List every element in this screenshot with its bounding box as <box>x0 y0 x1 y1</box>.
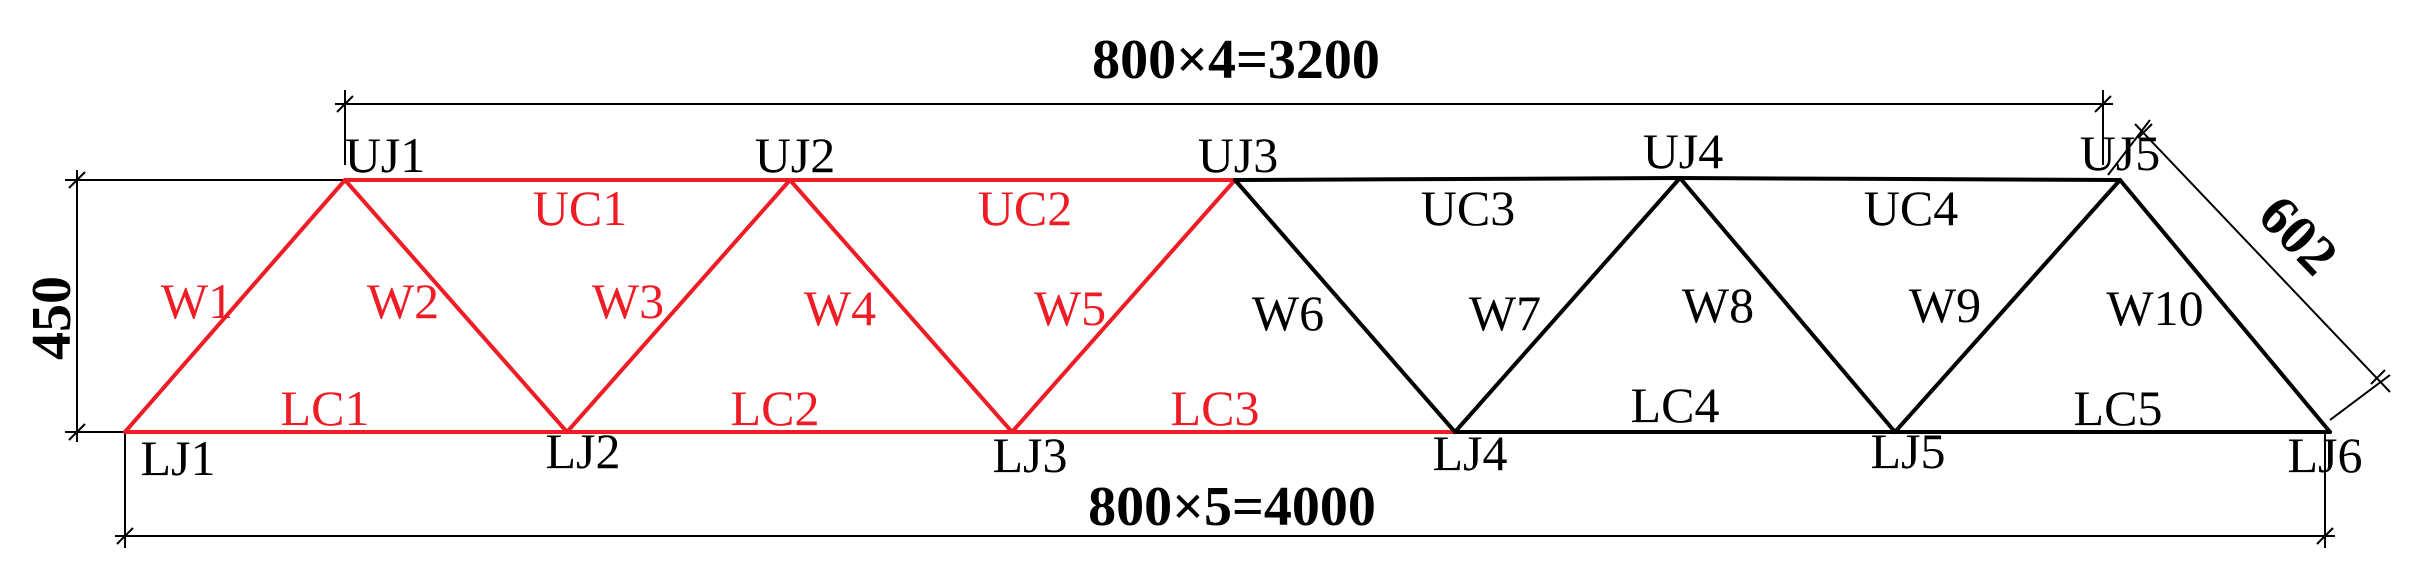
member-w8 <box>1678 176 1897 434</box>
member-label-w5: W5 <box>1034 280 1106 336</box>
member-w6 <box>1233 178 1457 434</box>
member-label-uc2: UC2 <box>978 180 1072 236</box>
diagonal-dimension-label: 602 <box>2246 184 2349 287</box>
member-w3 <box>565 178 792 434</box>
member-label-lc1: LC1 <box>281 380 370 436</box>
member-label-w4: W4 <box>804 280 876 336</box>
diag-dim-tick-top <box>2137 123 2153 139</box>
member-w1 <box>123 178 347 434</box>
height-dimension-label: 450 <box>21 276 83 360</box>
joint-label-lj2: LJ2 <box>546 423 621 479</box>
joint-label-lj3: LJ3 <box>993 427 1068 483</box>
diag-dim-tick-bottom <box>2370 369 2386 385</box>
diag-dim-line <box>2134 123 2391 393</box>
top-dim-tick-right <box>2094 95 2112 113</box>
bottom-dimension-label: 800×5=4000 <box>1088 476 1376 538</box>
member-w5 <box>1010 178 1237 434</box>
member-label-w10: W10 <box>2106 280 2203 336</box>
joint-label-lj5: LJ5 <box>1871 423 1946 479</box>
joint-label-uj1: UJ1 <box>345 127 426 183</box>
member-label-lc5: LC5 <box>2074 380 2163 436</box>
height-dim-tick-bottom <box>68 423 86 441</box>
height-dim-tick-top <box>68 171 86 189</box>
joint-label-uj4: UJ4 <box>1643 123 1724 179</box>
member-label-w8: W8 <box>1682 277 1754 333</box>
member-label-lc2: LC2 <box>731 380 820 436</box>
bottom-dim-tick-left <box>116 527 134 545</box>
member-label-lc3: LC3 <box>1171 380 1260 436</box>
top-dimension-label: 800×4=3200 <box>1092 29 1380 91</box>
joint-label-lj1: LJ1 <box>141 430 216 486</box>
joint-label-lj4: LJ4 <box>1433 425 1508 481</box>
member-label-lc4: LC4 <box>1631 377 1720 433</box>
truss-members <box>123 176 2332 434</box>
member-label-w2: W2 <box>367 273 439 329</box>
top-dim-tick-left <box>336 95 354 113</box>
joint-label-uj5: UJ5 <box>2080 125 2161 181</box>
member-labels: UC1 UC2 UC3 UC4 LC1 LC2 LC3 LC4 LC5 W1 W… <box>161 180 2204 436</box>
member-w2 <box>343 178 569 434</box>
joint-label-uj3: UJ3 <box>1198 127 1279 183</box>
member-label-w3: W3 <box>592 273 664 329</box>
member-w7 <box>1453 176 1682 434</box>
member-w9 <box>1893 178 2122 434</box>
member-label-uc4: UC4 <box>1864 180 1958 236</box>
top-dimension: 800×4=3200 <box>335 29 2113 165</box>
joint-label-uj2: UJ2 <box>755 127 836 183</box>
member-label-w6: W6 <box>1252 285 1324 341</box>
bottom-dimension: 800×5=4000 <box>115 432 2335 548</box>
member-w10 <box>2118 178 2332 434</box>
joint-labels: UJ1 UJ2 UJ3 UJ4 UJ5 LJ1 LJ2 LJ3 LJ4 LJ5 … <box>141 123 2363 486</box>
member-label-w9: W9 <box>1909 277 1981 333</box>
member-label-w7: W7 <box>1469 285 1541 341</box>
member-uc3 <box>1233 176 1682 182</box>
member-label-uc1: UC1 <box>533 180 627 236</box>
height-dimension: 450 <box>21 170 345 442</box>
member-w4 <box>788 178 1014 434</box>
member-label-uc3: UC3 <box>1421 180 1515 236</box>
member-label-w1: W1 <box>161 273 233 329</box>
diag-dim-extension-top <box>2107 119 2151 176</box>
bottom-dim-tick-right <box>2316 527 2334 545</box>
member-uc4 <box>1678 176 2122 182</box>
joint-label-lj6: LJ6 <box>2288 427 2363 483</box>
